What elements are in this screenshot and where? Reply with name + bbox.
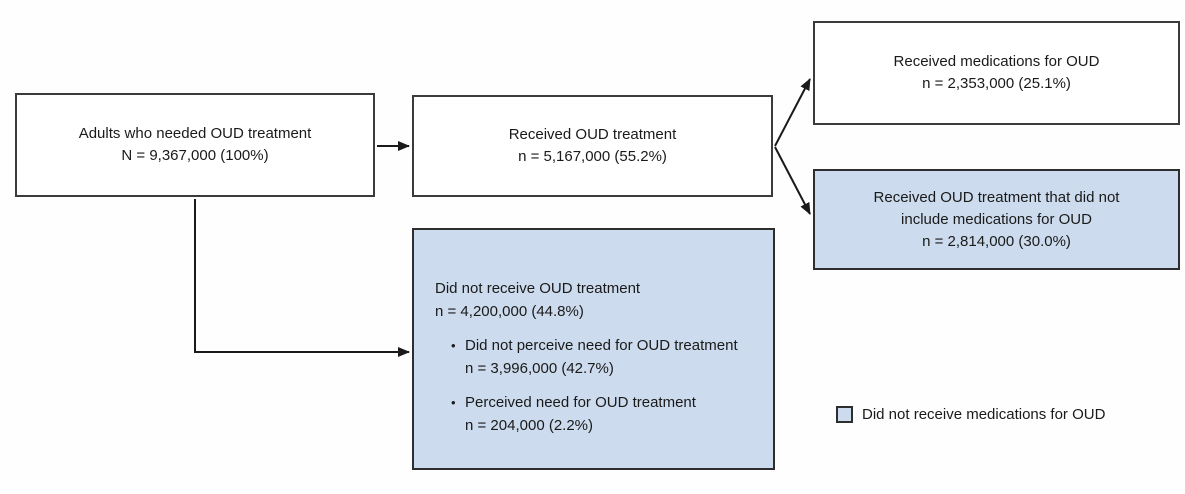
box-stat: n = 5,167,000 (55.2%) xyxy=(518,148,667,165)
box-stat: n = 4,200,000 (44.8%) xyxy=(435,303,584,320)
box-title: Received OUD treatment xyxy=(508,126,677,143)
box-title: Received OUD treatment that did not xyxy=(873,188,1120,206)
bullet-text: Did not perceive need for OUD treatment xyxy=(465,337,738,354)
box-received-oud-treatment: Received OUD treatment n = 5,167,000 (55… xyxy=(412,95,773,197)
box-did-not-receive-oud-treatment: Did not receive OUD treatment n = 4,200,… xyxy=(412,228,775,470)
box-stat: n = 2,814,000 (30.0%) xyxy=(922,232,1071,250)
box-adults-needed-oud-treatment: Adults who needed OUD treatment N = 9,36… xyxy=(15,93,375,197)
legend-swatch-icon xyxy=(836,406,853,423)
bullet-icon: • xyxy=(451,338,456,353)
box-stat: n = 2,353,000 (25.1%) xyxy=(922,75,1071,92)
bullet-text: Perceived need for OUD treatment xyxy=(465,394,696,411)
box-received-medications-for-oud: Received medications for OUD n = 2,353,0… xyxy=(813,21,1180,125)
box-stat: N = 9,367,000 (100%) xyxy=(121,147,269,164)
legend: Did not receive medications for OUD xyxy=(836,406,1105,423)
bullet-icon: • xyxy=(451,395,456,410)
arrow-received-to-medications xyxy=(774,78,811,147)
box-title: Did not receive OUD treatment xyxy=(435,280,641,297)
box-title-line2: include medications for OUD xyxy=(901,210,1092,228)
list-item: • Did not perceive need for OUD treatmen… xyxy=(435,334,755,380)
bullet-stat: n = 204,000 (2.2%) xyxy=(465,417,594,434)
bullet-stat: n = 3,996,000 (42.7%) xyxy=(465,360,614,377)
list-item: • Perceived need for OUD treatment n = 2… xyxy=(435,391,755,437)
arrow-needed-to-untreated xyxy=(194,199,410,357)
legend-label: Did not receive medications for OUD xyxy=(862,406,1106,423)
box-title: Adults who needed OUD treatment xyxy=(78,125,312,142)
arrow-received-to-no-medications xyxy=(774,146,811,215)
box-title: Received medications for OUD xyxy=(893,53,1100,70)
box-treatment-without-medications: Received OUD treatment that did not incl… xyxy=(813,169,1180,270)
